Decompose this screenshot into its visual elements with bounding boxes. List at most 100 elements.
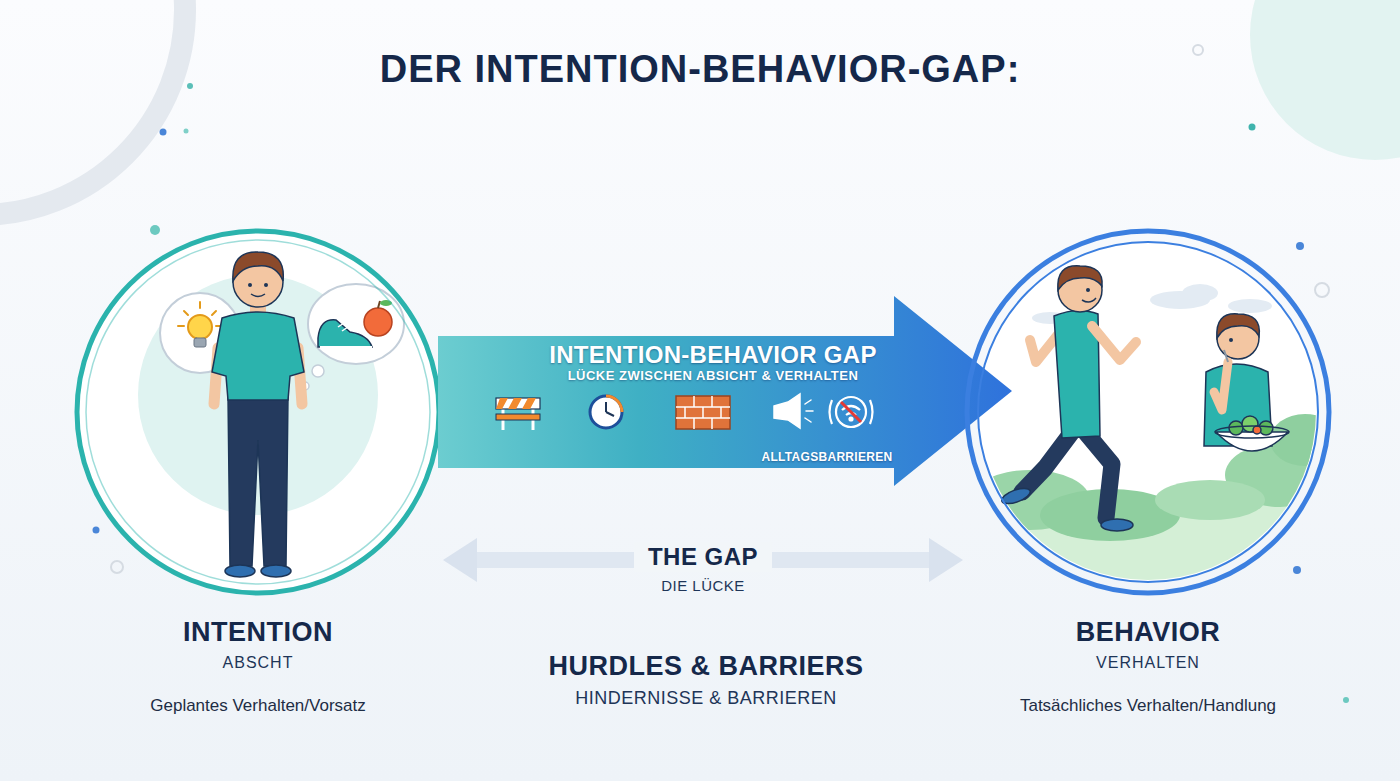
clock-icon [590, 396, 622, 428]
no-signal-icon [836, 397, 866, 427]
running-person [1000, 266, 1136, 531]
brick-wall-icon [676, 406, 730, 408]
no-signal-icon [846, 413, 856, 415]
standing-person [212, 252, 304, 577]
edge-label: THE GAP [634, 542, 772, 572]
running-person [1086, 288, 1090, 292]
running-person [1092, 326, 1136, 360]
no-signal-icon [870, 400, 873, 424]
decoration [150, 225, 160, 235]
decoration [1193, 45, 1203, 55]
standing-person [233, 252, 283, 281]
circle-inner-ring [86, 240, 430, 584]
eating-person [1216, 432, 1288, 451]
megaphone-icon [806, 410, 813, 412]
node-heading: INTENTION [73, 616, 443, 648]
brick-wall-icon [720, 407, 722, 418]
roadblock-icon [496, 398, 536, 409]
circle-ring [77, 231, 439, 593]
brick-wall-icon [693, 396, 695, 407]
decoration [187, 83, 193, 89]
eating-person [1214, 362, 1228, 410]
arrow-outline [438, 296, 1014, 486]
eating-person [1229, 338, 1233, 342]
eating-person [1224, 350, 1228, 362]
brick-wall-icon [676, 417, 730, 419]
eating-person [1229, 421, 1243, 435]
standing-person [251, 294, 265, 297]
decoration [0, 0, 1400, 703]
brick-wall-icon [702, 407, 704, 418]
standing-person [264, 283, 268, 287]
shoe-apple-icon [338, 323, 344, 327]
decoration [111, 561, 123, 573]
intention-illustration [78, 232, 438, 592]
standing-person [248, 283, 252, 287]
decoration [1296, 242, 1304, 250]
decoration [1249, 124, 1256, 131]
intention-illustration [312, 365, 324, 377]
circle-outline [73, 227, 443, 727]
eating-person [1215, 426, 1289, 438]
decoration [1250, 0, 1400, 160]
standing-person [212, 312, 304, 400]
behavior-illustration [1228, 299, 1272, 313]
no-signal-icon [841, 402, 861, 422]
clock-icon [590, 396, 622, 428]
lightbulb-icon [184, 311, 188, 315]
decoration [1315, 283, 1329, 297]
decoration [0, 0, 185, 215]
node-description: Geplantes Verhalten/Vorsatz [73, 695, 443, 717]
decoration [1293, 566, 1301, 574]
brick-wall-icon [676, 396, 730, 429]
decoration [184, 129, 189, 134]
decoration [160, 129, 167, 136]
clock-icon [606, 412, 614, 416]
lightbulb-icon [212, 311, 216, 315]
megaphone-icon [774, 394, 800, 428]
circle-outline [963, 227, 1333, 727]
node-subheading: VERHALTEN [963, 653, 1333, 673]
running-person [1101, 519, 1133, 531]
shoe-apple-icon [320, 346, 372, 348]
band-note: ALLTAGSBARRIEREN [757, 450, 897, 464]
behavior-illustration [1182, 284, 1218, 302]
diagram-title: DER INTENTION-BEHAVIOR-GAP: [0, 46, 1400, 92]
shoe-apple-icon [364, 308, 392, 336]
behavior-illustration [978, 242, 1318, 582]
no-signal-icon [830, 400, 833, 424]
brick-wall-icon [684, 407, 686, 418]
gap-arrow-band: INTENTION-BEHAVIOR GAPLÜCKE ZWISCHEN ABS… [438, 296, 1014, 486]
clock-icon [605, 402, 607, 412]
intention-circle: INTENTION ABSCHT Geplantes Verhalten/Vorsa… [73, 227, 443, 727]
behavior-circle: BEHAVIORVERHALTENTatsächliches Verhalten… [963, 227, 1333, 727]
lightbulb-icon [194, 338, 206, 347]
no-signal-icon [842, 406, 860, 410]
arrow-band [438, 296, 1012, 486]
shoe-apple-icon [318, 300, 392, 347]
brick-wall-icon [711, 418, 713, 429]
lightbulb-icon [178, 325, 184, 327]
megaphone-icon [805, 400, 811, 404]
roadblock-icon [496, 414, 540, 420]
shoe-apple-icon [342, 327, 348, 331]
barriers-subheading: HINDERNISSE & BARRIEREN [575, 687, 837, 709]
standing-person [225, 565, 255, 577]
gap-sublabel: DIE LÜCKE [661, 577, 745, 595]
eating-person [1253, 426, 1261, 434]
lightbulb-icon [178, 302, 222, 347]
band-heading: INTENTION-BEHAVIOR GAP [478, 342, 948, 368]
standing-person [261, 565, 291, 577]
eating-person [1204, 314, 1289, 451]
megaphone-icon [805, 418, 811, 422]
no-signal-icon [830, 397, 873, 427]
barriers-heading: HURDLES & BARRIERS [548, 650, 863, 682]
running-person [1058, 266, 1102, 290]
node-subheading: ABSCHT [73, 653, 443, 673]
roadblock-icon [502, 404, 505, 430]
node-heading: BEHAVIOR [963, 616, 1333, 648]
intention-illustration [308, 284, 404, 364]
brick-wall-icon [676, 396, 730, 429]
